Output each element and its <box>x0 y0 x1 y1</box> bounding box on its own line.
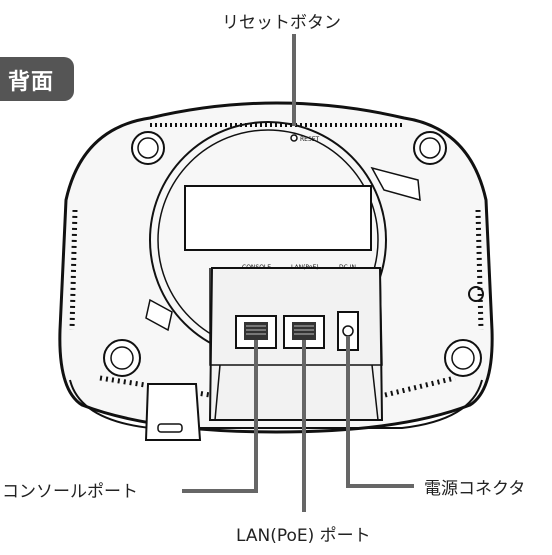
port-housing-face <box>209 267 383 366</box>
ring-tab-left <box>145 298 173 332</box>
port-label-dc: DC IN <box>339 264 356 271</box>
reset-hole <box>290 134 298 142</box>
leader-line-console <box>182 340 258 493</box>
screw-post-top-left <box>131 131 165 165</box>
callout-power-connector: 電源コネクタ <box>424 479 526 499</box>
label-recess <box>184 185 372 251</box>
vent-slots-right <box>475 209 484 331</box>
reset-marking: RESET <box>300 136 320 143</box>
vent-slots-bottom-right <box>384 375 456 398</box>
indicator-hole <box>468 286 484 302</box>
leader-line-power <box>346 336 414 488</box>
port-label-lan: LAN(PoE) <box>291 264 319 271</box>
screw-post-top-right <box>413 131 447 165</box>
screw-post-bottom-right <box>444 339 482 377</box>
vent-slots-left <box>69 209 78 331</box>
device-bottom-edge <box>69 379 483 429</box>
callout-console-port: コンソールポート <box>2 482 138 502</box>
screw-post-bottom-left <box>103 339 141 377</box>
port-label-console: CONSOLE <box>242 264 271 271</box>
badge-label: 背面 <box>8 70 55 95</box>
port-housing-skirt <box>214 364 379 421</box>
ring-tab-right <box>370 166 421 202</box>
callout-lan-poe-port: LAN(PoE) ポート <box>236 526 371 546</box>
security-lock-slot <box>144 383 202 441</box>
rear-view-badge: 背面 <box>0 57 74 101</box>
leader-lines <box>182 34 414 512</box>
callout-reset-button: リセットボタン <box>222 13 341 33</box>
